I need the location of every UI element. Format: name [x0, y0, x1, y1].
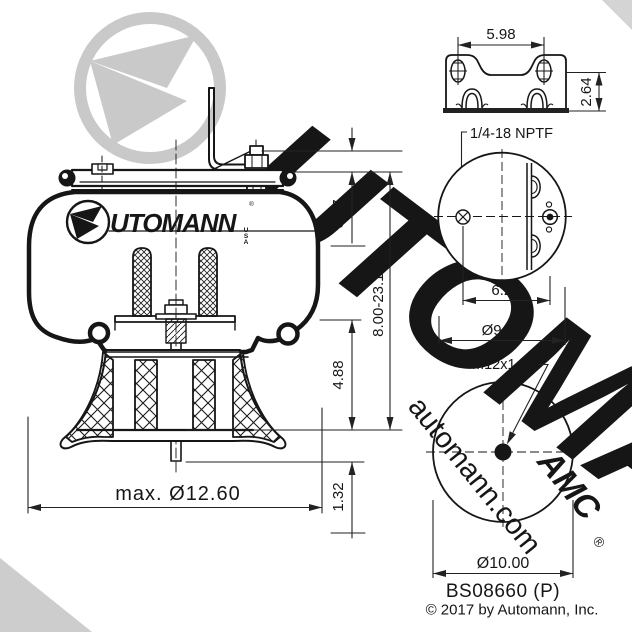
brand-logo: UTOMANN USA ® [65, 199, 333, 245]
side-view: UTOMANN USA ® [26, 87, 403, 539]
bracket-clamps [455, 88, 554, 109]
top-view-dimensions [438, 226, 566, 345]
piston-skirt [59, 349, 287, 450]
bead-plate [58, 155, 297, 197]
brand-logo-text: UTOMANN [110, 208, 238, 238]
watermark-arrow-icon [90, 61, 187, 145]
part-number-label: BS08660 (P) [446, 581, 560, 602]
dim-max-diameter-label: max. Ø12.60 [115, 483, 241, 505]
bottom-stud-dot [494, 443, 512, 461]
dim-plate-diameter-label: Ø9.00 [482, 322, 523, 339]
bellows-curl-right [276, 322, 300, 346]
logo-arrow-icon [70, 206, 102, 222]
bottom-view-dimension-arrows [433, 570, 573, 577]
bottom-view-dimensions [432, 500, 574, 578]
bracket-base-strip [443, 108, 569, 113]
dim-hole-spacing-label: 5.98 [486, 26, 515, 43]
piston-bottom-view: M12x1.75 Ø10.00 BS08660 (P) © 2017 by Au… [426, 357, 599, 619]
top-view-bracket-edge [526, 163, 559, 270]
watermark-brand-text: UTOMANN [208, 84, 632, 632]
stud-leader-line [512, 363, 549, 434]
air-port-symbol [455, 209, 471, 225]
stud-leader-arrow [506, 431, 516, 445]
bracket-dimension-arrows [458, 41, 603, 111]
brand-logo-country: USA [243, 227, 250, 245]
watermark-logo-circle [74, 12, 226, 164]
dim-piston-diameter-label: Ø10.00 [477, 555, 530, 572]
copyright-label: © 2017 by Automann, Inc. [426, 602, 599, 619]
port-size-label: 1/4-18 NPTF [470, 126, 553, 142]
dim-stud-offset-label: 0.87 [330, 199, 347, 228]
dim-piston-height-label: 4.88 [330, 360, 347, 389]
side-view-dimension-arrows [28, 138, 394, 511]
logo-arrow-icon [70, 214, 99, 239]
bracket-top-view: 5.98 2.64 [443, 26, 606, 113]
top-view-dimension-arrows [439, 297, 565, 344]
side-view-dimensions [27, 127, 403, 539]
dim-port-offset-label: 6.20 [491, 282, 520, 299]
watermark-corner-wedge [602, 0, 632, 30]
piston-boot-left [65, 351, 114, 443]
watermark-arrow-icon [90, 35, 197, 88]
dim-stud-length-label: 1.32 [330, 482, 347, 511]
brand-registered-mark: ® [249, 200, 254, 208]
assembly-top-view: 1/4-18 NPTF [434, 126, 572, 345]
watermark-registered-mark: ® [590, 533, 609, 552]
bellows-curl-left [87, 321, 111, 345]
watermark-corner-wedge [0, 558, 92, 632]
dim-bracket-height-label: 2.64 [578, 77, 595, 106]
piston-boot-right [232, 351, 281, 443]
stud-thread-label: M12x1.75 [472, 357, 536, 373]
dim-height-range-label: 8.00-23.10 [370, 265, 387, 337]
top-view-centerlines [434, 149, 572, 285]
